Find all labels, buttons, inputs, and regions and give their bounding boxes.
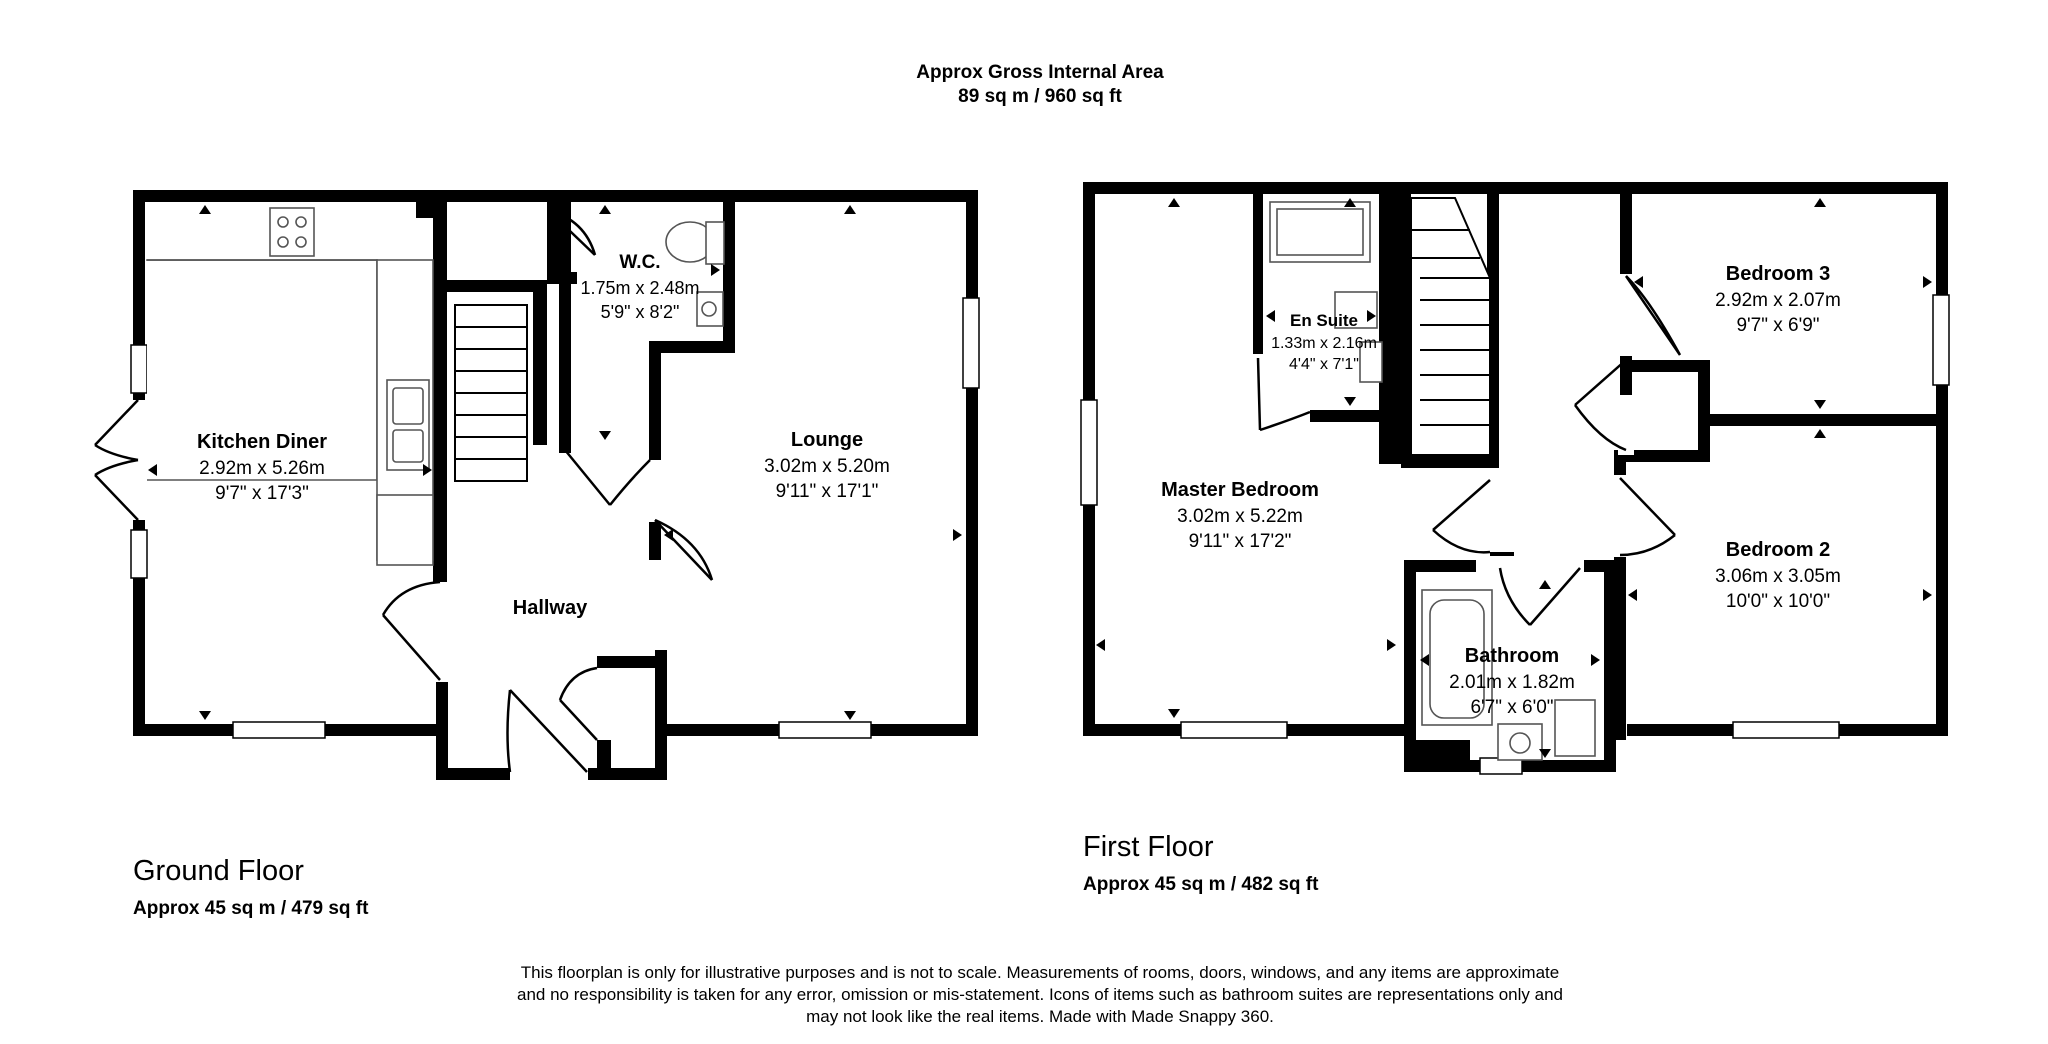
room-size-imperial: 5'9" x 8'2" <box>601 302 680 322</box>
bathroom-fittings <box>1269 201 1596 761</box>
kitchen-fittings <box>146 207 434 566</box>
room-size-metric: 1.33m x 2.16m <box>1271 335 1377 352</box>
room-label-lounge: Lounge 3.02m x 5.20m 9'11" x 17'1" <box>764 429 890 502</box>
room-label-wc: W.C. 1.75m x 2.48m 5'9" x 8'2" <box>580 252 699 322</box>
window <box>232 721 326 739</box>
floor-area: Approx 45 sq m / 482 sq ft <box>1083 874 1319 895</box>
first-floor-caption: First Floor Approx 45 sq m / 482 sq ft <box>1083 831 1319 895</box>
window <box>130 344 148 394</box>
toilet-icon <box>1554 699 1596 757</box>
disclaimer-line: and no responsibility is taken for any e… <box>517 985 1563 1004</box>
window <box>130 529 148 579</box>
gross-area-value: 89 sq m / 960 sq ft <box>958 86 1122 107</box>
room-size-imperial: 10'0" x 10'0" <box>1726 591 1830 612</box>
disclaimer-line: may not look like the real items. Made w… <box>806 1007 1274 1026</box>
room-size-metric: 3.02m x 5.20m <box>764 456 890 477</box>
floor-name: First Floor <box>1083 831 1214 863</box>
first-floor-doors <box>1251 274 1682 626</box>
room-size-imperial: 6'7" x 6'0" <box>1470 697 1553 718</box>
ground-floor-dimension-arrows <box>148 205 962 720</box>
room-label-bedroom-3: Bedroom 3 2.92m x 2.07m 9'7" x 6'9" <box>1715 263 1841 336</box>
window <box>962 297 980 389</box>
ground-floor-windows <box>130 297 980 739</box>
room-size-imperial: 9'11" x 17'1" <box>776 481 879 502</box>
first-floor-dimension-arrows <box>1096 198 1932 758</box>
room-size-metric: 2.92m x 5.26m <box>199 458 325 479</box>
room-size-metric: 3.02m x 5.22m <box>1177 506 1303 527</box>
window <box>1732 721 1840 739</box>
room-name: Hallway <box>513 597 588 619</box>
room-size-metric: 1.75m x 2.48m <box>580 278 699 298</box>
room-name: En Suite <box>1290 311 1358 330</box>
room-name: Bathroom <box>1465 645 1559 667</box>
room-label-bathroom: Bathroom 2.01m x 1.82m 6'7" x 6'0" <box>1449 645 1575 718</box>
room-name: Kitchen Diner <box>197 431 327 453</box>
toilet-icon <box>1334 291 1378 329</box>
basin-icon <box>696 291 724 327</box>
room-name: Bedroom 2 <box>1726 539 1830 561</box>
window <box>1932 294 1950 386</box>
first-floor-plan: Master Bedroom 3.02m x 5.22m 9'11" x 17'… <box>1080 182 1950 775</box>
room-label-bedroom-2: Bedroom 2 3.06m x 3.05m 10'0" x 10'0" <box>1715 539 1841 612</box>
window <box>778 721 872 739</box>
gross-area-title: Approx Gross Internal Area <box>916 62 1164 83</box>
room-size-imperial: 9'7" x 17'3" <box>215 483 309 504</box>
first-floor-stairs <box>1410 197 1491 456</box>
floor-area: Approx 45 sq m / 479 sq ft <box>133 898 369 919</box>
ground-floor-plan: Kitchen Diner 2.92m x 5.26m 9'7" x 17'3"… <box>94 190 980 784</box>
room-size-metric: 3.06m x 3.05m <box>1715 566 1841 587</box>
room-label-hallway: Hallway <box>513 597 588 619</box>
ground-floor-stairs <box>454 304 528 482</box>
room-label-en-suite: En Suite 1.33m x 2.16m 4'4" x 7'1" <box>1271 311 1377 373</box>
hob-icon <box>269 207 315 257</box>
window <box>1180 721 1288 739</box>
ground-floor-caption: Ground Floor Approx 45 sq m / 479 sq ft <box>133 855 369 919</box>
wc-fittings <box>665 221 725 327</box>
room-size-imperial: 9'11" x 17'2" <box>1189 531 1292 552</box>
basin-icon <box>1359 341 1383 383</box>
room-size-metric: 2.01m x 1.82m <box>1449 672 1575 693</box>
room-size-imperial: 4'4" x 7'1" <box>1289 356 1359 373</box>
gross-area-header: Approx Gross Internal Area 89 sq m / 960… <box>916 62 1164 107</box>
room-label-kitchen-diner: Kitchen Diner 2.92m x 5.26m 9'7" x 17'3" <box>197 431 327 504</box>
ground-floor-doors <box>94 208 714 784</box>
disclaimer: This floorplan is only for illustrative … <box>517 963 1563 1026</box>
room-size-imperial: 9'7" x 6'9" <box>1736 315 1819 336</box>
room-name: W.C. <box>619 252 660 273</box>
room-name: Master Bedroom <box>1161 479 1319 501</box>
room-name: Lounge <box>791 429 863 451</box>
room-name: Bedroom 3 <box>1726 263 1830 285</box>
floor-name: Ground Floor <box>133 855 304 887</box>
disclaimer-line: This floorplan is only for illustrative … <box>521 963 1559 982</box>
room-size-metric: 2.92m x 2.07m <box>1715 290 1841 311</box>
room-label-master-bedroom: Master Bedroom 3.02m x 5.22m 9'11" x 17'… <box>1161 479 1319 552</box>
window <box>1080 399 1098 506</box>
